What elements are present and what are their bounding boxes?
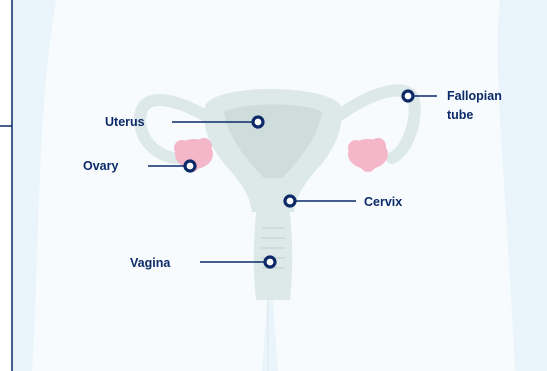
label-ovary: Ovary: [83, 159, 118, 173]
label-vagina: Vagina: [130, 256, 171, 270]
label-cervix: Cervix: [364, 195, 402, 209]
fallopian-marker: [403, 91, 413, 101]
label-uterus: Uterus: [105, 115, 145, 129]
ovary-marker: [185, 161, 195, 171]
vagina-marker: [265, 257, 275, 267]
label-fallopian-line2: tube: [447, 108, 473, 122]
cervix-marker: [285, 196, 295, 206]
label-fallopian-line1: Fallopian: [447, 89, 502, 103]
uterus-marker: [253, 117, 263, 127]
